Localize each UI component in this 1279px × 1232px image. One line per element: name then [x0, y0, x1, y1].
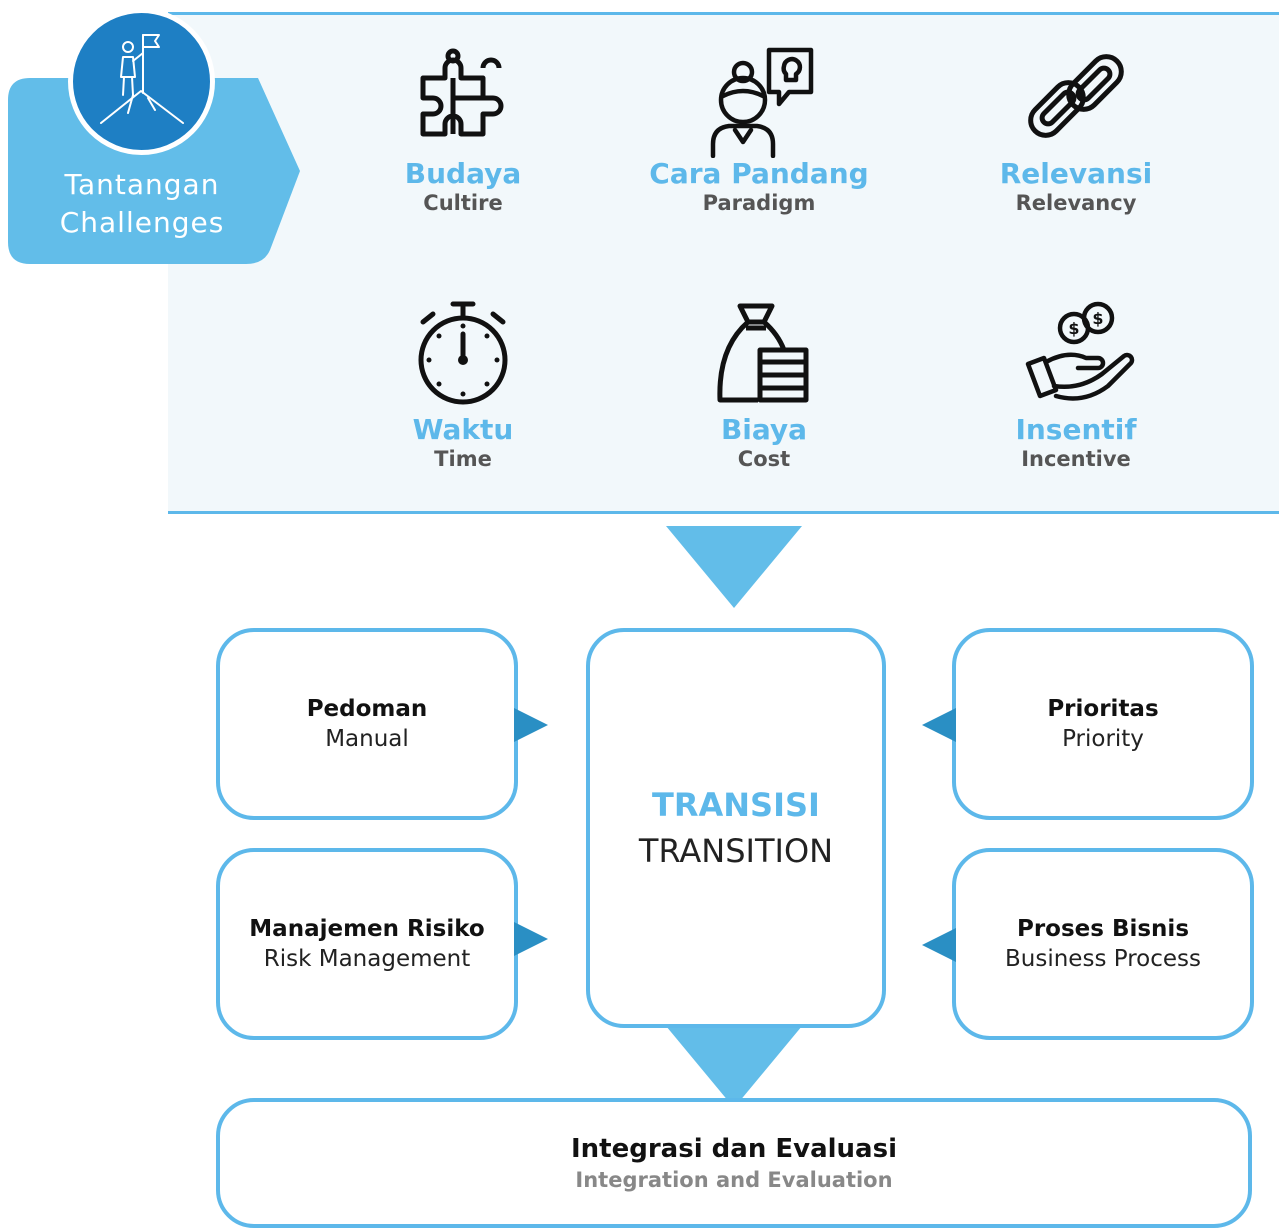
person-idea-icon	[710, 47, 814, 158]
box-manual: Pedoman Manual	[216, 628, 518, 820]
box-risk-management-id: Manajemen Risiko	[249, 916, 485, 942]
box-manual-id: Pedoman	[306, 696, 428, 722]
box-business-process: Proses Bisnis Business Process	[952, 848, 1254, 1040]
arrow-priority-to-transition	[922, 708, 956, 742]
box-business-process-en: Business Process	[1005, 946, 1201, 972]
challenge-culture-id: Budaya	[404, 157, 522, 190]
money-bag-icon	[717, 303, 809, 403]
challenge-cost: Biaya Cost	[634, 294, 894, 472]
box-transition-id: TRANSISI	[652, 786, 820, 824]
challenge-paradigm-en: Paradigm	[702, 191, 816, 215]
person-flag-summit-icon	[100, 34, 184, 124]
challenge-time-en: Time	[434, 447, 492, 471]
hand-coins-icon: $ $	[1025, 301, 1135, 401]
arrow-process-to-transition	[922, 928, 956, 962]
challenge-incentive: $ $ Insentif Incentive	[946, 294, 1206, 472]
challenge-incentive-en: Incentive	[1021, 447, 1131, 471]
challenge-time-id: Waktu	[412, 413, 514, 446]
challenge-paradigm: Cara Pandang Paradigm	[629, 38, 889, 216]
box-integration-en: Integration and Evaluation	[575, 1168, 893, 1192]
box-business-process-id: Proses Bisnis	[1016, 916, 1190, 942]
box-manual-en: Manual	[325, 726, 409, 752]
challenge-culture-en: Cultire	[423, 191, 503, 215]
stopwatch-icon	[418, 301, 508, 405]
challenges-title-en: Challenges	[59, 206, 225, 239]
challenge-time: Waktu Time	[333, 294, 593, 472]
down-arrow-bottom	[666, 1026, 802, 1108]
arrow-risk-to-transition	[514, 922, 548, 956]
box-risk-management-en: Risk Management	[263, 946, 471, 972]
summit-badge	[68, 8, 215, 155]
box-priority: Prioritas Priority	[952, 628, 1254, 820]
box-priority-en: Priority	[1062, 726, 1144, 752]
challenge-culture: Budaya Cultire	[333, 38, 593, 216]
box-transition: TRANSISI TRANSITION	[586, 628, 886, 1028]
chain-link-icon	[1028, 54, 1124, 138]
challenge-relevancy-id: Relevansi	[999, 157, 1153, 190]
box-integration-id: Integrasi dan Evaluasi	[571, 1134, 897, 1164]
challenge-paradigm-id: Cara Pandang	[649, 157, 869, 190]
arrow-manual-to-transition	[514, 708, 548, 742]
challenges-title-id: Tantangan	[64, 168, 220, 201]
puzzle-icon	[420, 48, 504, 137]
box-transition-en: TRANSITION	[638, 832, 834, 870]
svg-text:$: $	[1092, 309, 1103, 328]
challenge-relevancy-en: Relevancy	[1015, 191, 1137, 215]
challenge-incentive-id: Insentif	[1015, 413, 1137, 446]
challenge-relevancy: Relevansi Relevancy	[946, 38, 1206, 216]
box-risk-management: Manajemen Risiko Risk Management	[216, 848, 518, 1040]
box-priority-id: Prioritas	[1047, 696, 1159, 722]
svg-text:$: $	[1068, 319, 1079, 338]
challenge-cost-en: Cost	[737, 447, 791, 471]
down-arrow-top	[666, 526, 802, 608]
box-integration-evaluation: Integrasi dan Evaluasi Integration and E…	[216, 1098, 1252, 1228]
challenge-cost-id: Biaya	[720, 413, 808, 446]
